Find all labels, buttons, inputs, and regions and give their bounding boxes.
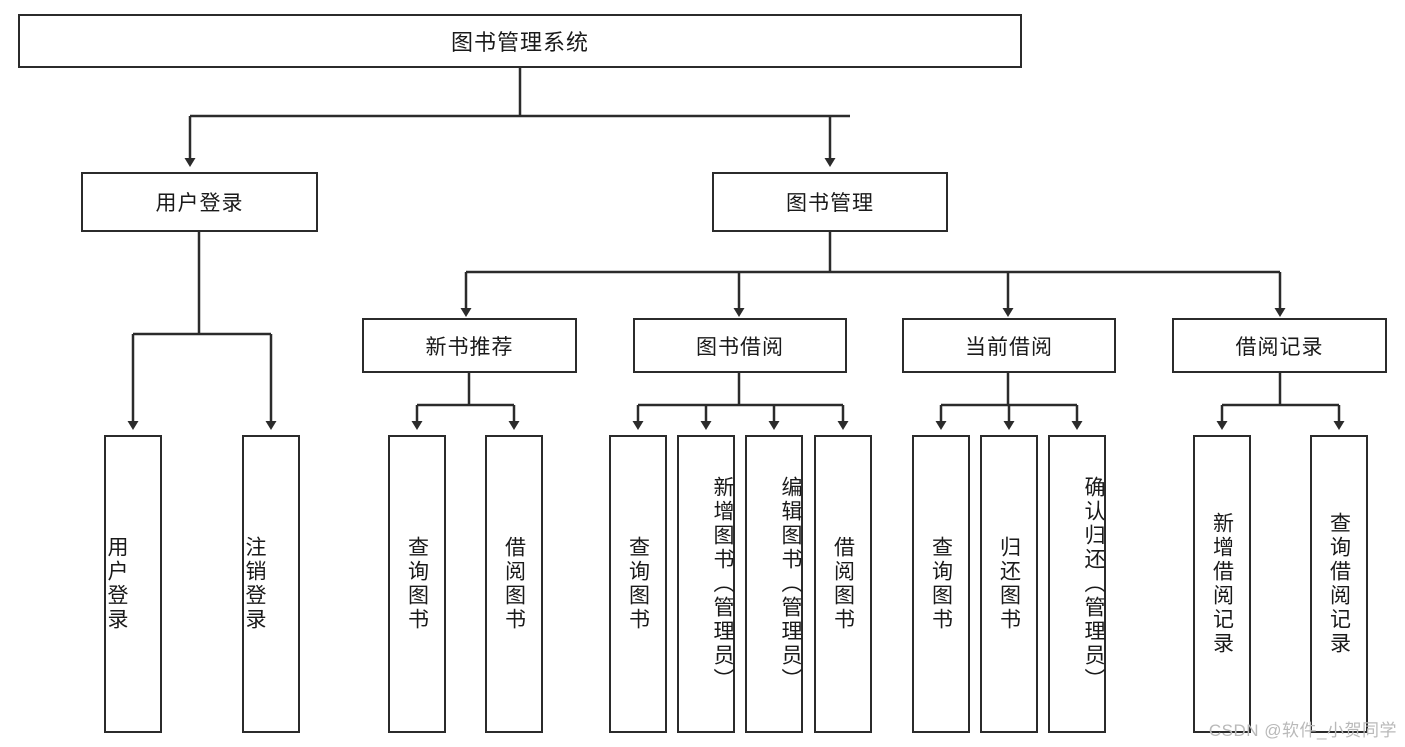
leaf-label: 注销登录 <box>243 536 266 632</box>
leaf-book-borrow-borrow-books[interactable]: 借阅图书 <box>814 435 872 733</box>
leaf-book-borrow-edit-book-admin[interactable]: 编辑图书（管理员） <box>745 435 803 733</box>
leaf-label: 查询图书 <box>405 536 429 632</box>
node-borrow-record-label: 借阅记录 <box>1235 335 1324 359</box>
leaf-new-book-query-books[interactable]: 查询图书 <box>388 435 446 733</box>
leaf-label: 查询图书 <box>929 536 953 632</box>
node-borrow-record[interactable]: 借阅记录 <box>1172 318 1387 373</box>
node-user-login[interactable]: 用户登录 <box>81 172 318 232</box>
node-book-management-label: 图书管理 <box>786 192 874 215</box>
leaf-label: 新增图书（管理员） <box>711 476 734 692</box>
leaf-label: 确认归还（管理员） <box>1082 476 1105 692</box>
leaf-label: 编辑图书（管理员） <box>779 476 802 692</box>
leaf-user-login-login[interactable]: 用户登录 <box>104 435 162 733</box>
leaf-user-login-logout[interactable]: 注销登录 <box>242 435 300 733</box>
leaf-book-borrow-query-books[interactable]: 查询图书 <box>609 435 667 733</box>
leaf-label: 借阅图书 <box>502 536 526 632</box>
node-root-label: 图书管理系统 <box>450 30 589 55</box>
leaf-new-book-borrow-books[interactable]: 借阅图书 <box>485 435 543 733</box>
node-book-borrow-label: 图书借阅 <box>696 335 784 359</box>
leaf-current-borrow-return-books[interactable]: 归还图书 <box>980 435 1038 733</box>
leaf-current-borrow-confirm-return-admin[interactable]: 确认归还（管理员） <box>1048 435 1106 733</box>
leaf-label: 借阅图书 <box>831 536 855 632</box>
leaf-borrow-record-add-record[interactable]: 新增借阅记录 <box>1193 435 1251 733</box>
node-root-book-management-system[interactable]: 图书管理系统 <box>18 14 1022 68</box>
node-new-book-recommend-label: 新书推荐 <box>425 335 514 359</box>
leaf-label: 归还图书 <box>997 536 1021 632</box>
leaf-label: 查询图书 <box>626 536 650 632</box>
leaf-label: 查询借阅记录 <box>1327 512 1351 656</box>
node-user-login-label: 用户登录 <box>155 192 244 215</box>
csdn-watermark: CSDN @软件_小贺同学 <box>1208 721 1397 740</box>
leaf-label: 新增借阅记录 <box>1210 512 1234 656</box>
node-book-management[interactable]: 图书管理 <box>712 172 948 232</box>
node-book-borrow[interactable]: 图书借阅 <box>633 318 847 373</box>
leaf-borrow-record-query-record[interactable]: 查询借阅记录 <box>1310 435 1368 733</box>
leaf-label: 用户登录 <box>105 536 128 632</box>
leaf-current-borrow-query-books[interactable]: 查询图书 <box>912 435 970 733</box>
node-current-borrow[interactable]: 当前借阅 <box>902 318 1116 373</box>
node-current-borrow-label: 当前借阅 <box>965 335 1053 359</box>
node-new-book-recommend[interactable]: 新书推荐 <box>362 318 577 373</box>
leaf-book-borrow-add-book-admin[interactable]: 新增图书（管理员） <box>677 435 735 733</box>
